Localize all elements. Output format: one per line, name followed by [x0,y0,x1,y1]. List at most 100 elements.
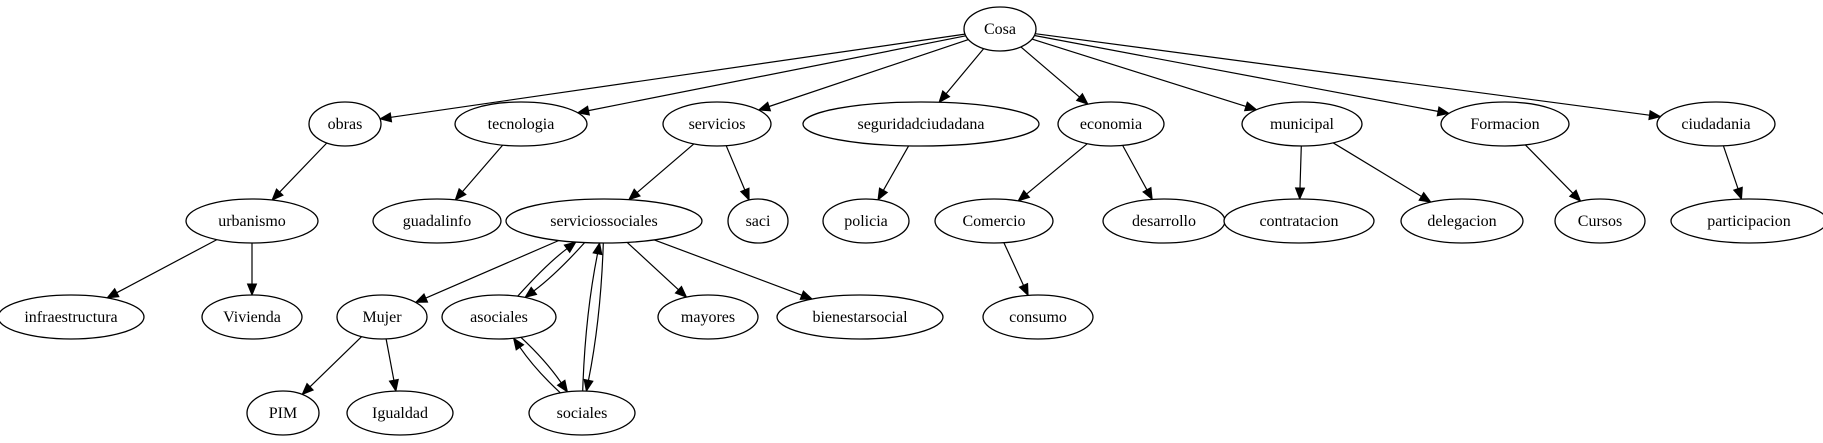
edge-tecnologia-to-guadalinfo [454,144,504,201]
node-label: municipal [1270,116,1335,133]
edge-line [1299,145,1302,189]
node-ellipse [727,198,789,244]
arrowhead-icon [1568,189,1582,203]
arrowhead-icon [576,105,591,116]
edge-line [1026,143,1088,195]
edge-line [116,239,218,294]
node-ellipse [776,294,944,340]
node-label: Cosa [984,21,1016,38]
arrowhead-icon [556,379,569,393]
edge-line [588,35,966,112]
edge-asociales-to-sociales [520,336,569,393]
edge-line [1035,33,1650,116]
node-label: sociales [557,405,608,422]
node-ellipse [963,6,1037,52]
node-label: delegacion [1427,213,1496,230]
edge-obras-to-urbanismo [271,142,328,201]
arrowhead-icon [1648,109,1662,121]
edge-line [309,336,363,388]
edge-serviciossociales-to-sociales [583,242,604,393]
edge-cosa-to-municipal [1031,38,1258,112]
node-sociales: sociales [528,390,636,436]
edge-cosa-to-economia [1020,46,1089,106]
edge-line [768,39,969,108]
edge-cosa-to-obras [378,33,966,123]
node-label: Formacion [1470,116,1539,133]
node-asociales: asociales [441,294,557,340]
node-label: mayores [681,309,735,326]
node-ellipse [308,101,382,147]
node-pim: PIM [246,390,320,436]
edge-line [582,253,599,392]
edge-cosa-to-formacion [1034,34,1451,117]
arrowhead-icon [1017,189,1031,202]
edge-line [385,338,395,381]
node-guadalinfo: guadalinfo [372,198,502,244]
edge-asociales-to-serviciossociales [517,241,577,297]
arrowhead-icon [512,337,525,351]
edge-cosa-to-ciudadania [1035,33,1662,121]
edge-urbanismo-to-vivienda [246,243,258,297]
arrowhead-icon [1018,282,1029,297]
edge-economia-to-desarrollo [1122,145,1153,201]
node-ellipse [657,294,759,340]
node-ellipse [1057,101,1165,147]
arrowhead-icon [1243,101,1258,112]
node-ellipse [505,198,703,244]
arrowhead-icon [246,283,258,297]
edge-line [390,33,966,118]
node-ellipse [336,294,428,340]
node-comercio: Comercio [934,198,1054,244]
edge-servicios-to-saci [725,145,750,202]
node-ellipse [934,198,1054,244]
node-ellipse [528,390,636,436]
edge-formacion-to-cursos [1524,144,1582,203]
node-participacion: participacion [1670,198,1823,244]
node-label: contratacion [1259,213,1338,230]
arrowhead-icon [757,101,772,112]
node-delegacion: delegacion [1400,198,1524,244]
node-contratacion: contratacion [1223,198,1375,244]
edges-layer [105,33,1743,396]
node-seguridadciudadana: seguridadciudadana [802,101,1040,147]
edge-serviciossociales-to-bienestarsocial [654,239,814,300]
node-desarrollo: desarrollo [1102,198,1226,244]
arrowhead-icon [592,241,603,256]
node-label: seguridadciudadana [857,116,984,133]
arrowhead-icon [627,188,641,201]
node-label: Comercio [962,213,1025,230]
node-label: infraestructura [24,309,117,326]
edge-line [1722,145,1739,189]
node-ellipse [246,390,320,436]
edge-line [1003,242,1025,286]
edge-serviciossociales-to-asociales [524,242,586,299]
node-economia: economia [1057,101,1165,147]
node-ellipse [1223,198,1375,244]
node-vivienda: Vivienda [201,294,303,340]
arrowhead-icon [378,112,393,123]
node-label: Igualdad [372,405,428,422]
edge-line [945,48,985,95]
edge-line [1034,34,1439,112]
arrowhead-icon [105,287,120,299]
edge-sociales-to-serviciossociales [582,241,603,392]
edge-line [1020,46,1080,98]
edge-line [517,248,568,297]
node-ellipse [1656,101,1776,147]
node-ellipse [802,101,1040,147]
edge-line [1332,142,1422,197]
node-ellipse [201,294,303,340]
node-label: obras [328,116,363,133]
edge-municipal-to-delegacion [1332,142,1432,203]
edge-cosa-to-tecnologia [576,35,966,116]
node-formacion: Formacion [1440,101,1570,147]
node-urbanismo: urbanismo [185,198,319,244]
edge-mujer-to-igualdad [385,338,399,393]
edge-line [520,336,562,384]
node-label: desarrollo [1132,213,1196,230]
edge-seguridadciudadana-to-policia [877,145,910,202]
arrowhead-icon [1294,187,1306,201]
node-saci: saci [727,198,789,244]
arrowhead-icon [1142,186,1153,201]
